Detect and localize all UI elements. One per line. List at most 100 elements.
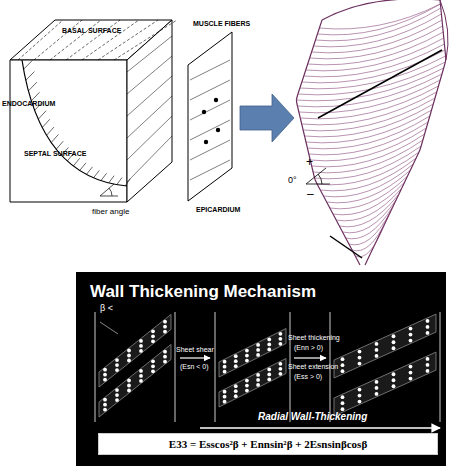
- myocyte-dot: [127, 349, 131, 353]
- heart-drawing: [296, 0, 448, 265]
- myocyte-dot: [279, 372, 283, 376]
- myocyte-dot: [115, 368, 119, 372]
- fiber-line: [312, 134, 425, 167]
- myocyte-dot: [267, 347, 271, 351]
- myocyte-dot: [245, 379, 249, 383]
- fiber-line: [315, 146, 422, 179]
- fiber-hatch: [47, 127, 54, 135]
- fiber-slab: [188, 32, 232, 201]
- fiber-line: [317, 4, 440, 35]
- myocyte-dot: [358, 350, 362, 354]
- fiber-hatch: [117, 178, 122, 185]
- myocyte-dot: [127, 354, 131, 358]
- fiber-line: [298, 62, 445, 95]
- myocyte-dot: [103, 373, 107, 377]
- fiber-line: [127, 56, 172, 94]
- myocyte-dot: [392, 334, 396, 338]
- myocyte-dot: [279, 337, 283, 341]
- step-arrow: [294, 357, 326, 358]
- myocyte-dot: [151, 334, 155, 338]
- myocyte-dot: [163, 330, 167, 334]
- surface-label: SEPTAL SURFACE: [24, 150, 86, 157]
- myocyte-dot: [103, 403, 107, 407]
- fiber-hatch: [109, 176, 114, 183]
- fiber-hatch: [94, 170, 100, 177]
- fiber-hatch: [125, 179, 130, 186]
- myocyte-dot: [256, 353, 260, 357]
- fiber-line: [313, 140, 423, 173]
- fiber-line: [190, 80, 230, 100]
- myocyte-dot: [245, 354, 249, 358]
- myocyte-dot: [103, 408, 107, 412]
- section-line: [330, 236, 362, 258]
- myocyte-dot: [139, 349, 143, 353]
- myocyte-dot: [409, 333, 413, 337]
- wall-boundary: [215, 312, 216, 422]
- wall-boundary: [440, 312, 441, 422]
- myocyte-dot: [358, 356, 362, 360]
- tissue-block: [10, 20, 177, 202]
- fiber-hatch: [26, 72, 35, 81]
- surface-label: BASAL SURFACE: [62, 27, 121, 34]
- fiber-line: [333, 182, 405, 215]
- angle-label: β <: [100, 304, 113, 313]
- myocyte-dot: [279, 367, 283, 371]
- myocyte-dot: [151, 359, 155, 363]
- strain-label: (Ess > 0): [294, 373, 322, 380]
- myocyte-dot: [245, 384, 249, 388]
- section-line: [318, 50, 442, 118]
- fiber-line: [127, 76, 172, 116]
- strain-label: (Enn > 0): [294, 344, 323, 351]
- surface-label: ENDOCARDIUM: [2, 100, 55, 107]
- fiber-hatch: [42, 119, 50, 127]
- formula-box: E33 = Esscos²β + Ennsin²β + 2Esnsinβcosβ: [98, 433, 438, 455]
- panel-title: Wall Thickening Mechanism: [90, 282, 316, 302]
- myocyte-dot: [223, 395, 227, 399]
- myocyte-dot: [358, 400, 362, 404]
- myocyte-dot: [223, 360, 227, 364]
- angle-line: [100, 322, 118, 334]
- myocyte-dot: [267, 367, 271, 371]
- wall-boundary: [330, 312, 331, 422]
- fiber-line: [305, 104, 434, 137]
- myocyte-dot: [392, 384, 396, 388]
- slab-face: [188, 32, 232, 201]
- myocyte-dot: [267, 372, 271, 376]
- fiber-line: [300, 86, 438, 119]
- block-face: [10, 60, 127, 202]
- myocyte-dot: [151, 369, 155, 373]
- surface-label: EPICARDIUM: [196, 206, 240, 213]
- myocyte-dot: [234, 354, 238, 358]
- myocyte-dot: [375, 354, 379, 358]
- angle-arc: [100, 184, 118, 196]
- fiber-line: [190, 140, 230, 160]
- myocyte-dot: [115, 398, 119, 402]
- myocyte-dot: [234, 364, 238, 368]
- fiber-line: [323, 164, 413, 197]
- fiber-line: [50, 20, 101, 60]
- fiber-dot: [214, 98, 218, 102]
- fiber-line: [349, 212, 390, 245]
- heart-outline: [365, 0, 446, 265]
- myocyte-dot: [341, 395, 345, 399]
- myocyte-dot: [151, 364, 155, 368]
- heart-outline: [322, 0, 440, 20]
- myocyte-dot: [375, 386, 379, 390]
- angle-label: fiber angle: [92, 208, 129, 216]
- fiber-line: [307, 116, 429, 149]
- step-label: Sheet thickening: [288, 334, 340, 341]
- myocyte-dot: [151, 339, 155, 343]
- sign-label: –: [307, 188, 314, 200]
- myocyte-dot: [234, 384, 238, 388]
- myocyte-dot: [127, 384, 131, 388]
- myocyte-dot: [375, 392, 379, 396]
- myocyte-dot: [341, 407, 345, 411]
- wall-boundary: [290, 312, 291, 422]
- fiber-line: [190, 160, 230, 180]
- fiber-line: [190, 60, 230, 80]
- myocyte-dot: [139, 379, 143, 383]
- myocyte-dot: [223, 390, 227, 394]
- myocyte-dot: [234, 359, 238, 363]
